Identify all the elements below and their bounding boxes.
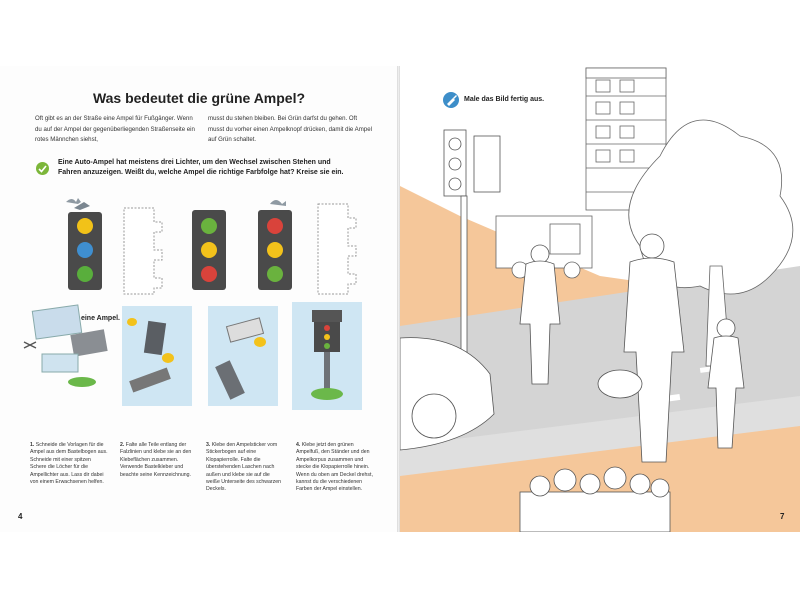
intro-text-col1: Oft gibt es an der Straße eine Ampel für… bbox=[35, 115, 195, 144]
book-gutter bbox=[397, 66, 400, 532]
pencil-check-icon bbox=[36, 162, 49, 175]
step-4-image bbox=[292, 302, 362, 410]
step-1-caption: 1. Schneide die Vorlagen für die Ampel a… bbox=[30, 442, 108, 486]
light-bottom bbox=[77, 266, 93, 282]
people bbox=[519, 233, 745, 463]
page-title: Was bedeutet die grüne Ampel? bbox=[92, 90, 306, 106]
flower-planter bbox=[519, 466, 671, 532]
left-page: Was bedeutet die grüne Ampel? Oft gibt e… bbox=[0, 66, 398, 532]
step-2-image bbox=[122, 306, 192, 406]
step-3-caption: 3. Klebe den Ampelsticker vom Stickerbog… bbox=[206, 442, 281, 493]
coloring-illustration bbox=[400, 66, 800, 532]
intro-text-col2: musst du stehen bleiben. Bei Grün darfst… bbox=[208, 115, 372, 144]
step-1-image bbox=[23, 304, 108, 387]
task1-text: Eine Auto-Ampel hat meistens drei Lichte… bbox=[58, 159, 344, 176]
step-4-caption: 4. Klebe jetzt den grünen Ampelfuß, den … bbox=[296, 442, 373, 493]
page-number-left: 4 bbox=[18, 512, 23, 521]
cutout-outline-1 bbox=[123, 207, 163, 295]
traffic-light-pole bbox=[443, 129, 501, 377]
craft-steps bbox=[20, 302, 366, 412]
step-3-image bbox=[208, 306, 278, 406]
car bbox=[400, 337, 495, 451]
cutout-outline-2 bbox=[317, 203, 357, 295]
traffic-light-3 bbox=[258, 200, 292, 290]
step-2-caption: 2. Falte alle Teile entlang der Falzlini… bbox=[120, 442, 192, 478]
traffic-light-2 bbox=[192, 210, 226, 290]
light-middle bbox=[77, 242, 93, 258]
book-spread: Was bedeutet die grüne Ampel? Oft gibt e… bbox=[0, 66, 800, 532]
right-page: Male das Bild fertig aus. 7 bbox=[400, 66, 800, 532]
tree bbox=[628, 119, 794, 367]
brush-icon bbox=[443, 92, 459, 108]
paint-instruction: Male das Bild fertig aus. bbox=[464, 96, 545, 103]
light-top bbox=[77, 218, 93, 234]
page-number-right: 7 bbox=[780, 512, 785, 521]
traffic-light-1 bbox=[66, 198, 102, 290]
truck bbox=[495, 215, 593, 279]
task2-text: Bastle eine Ampel. bbox=[58, 315, 120, 322]
